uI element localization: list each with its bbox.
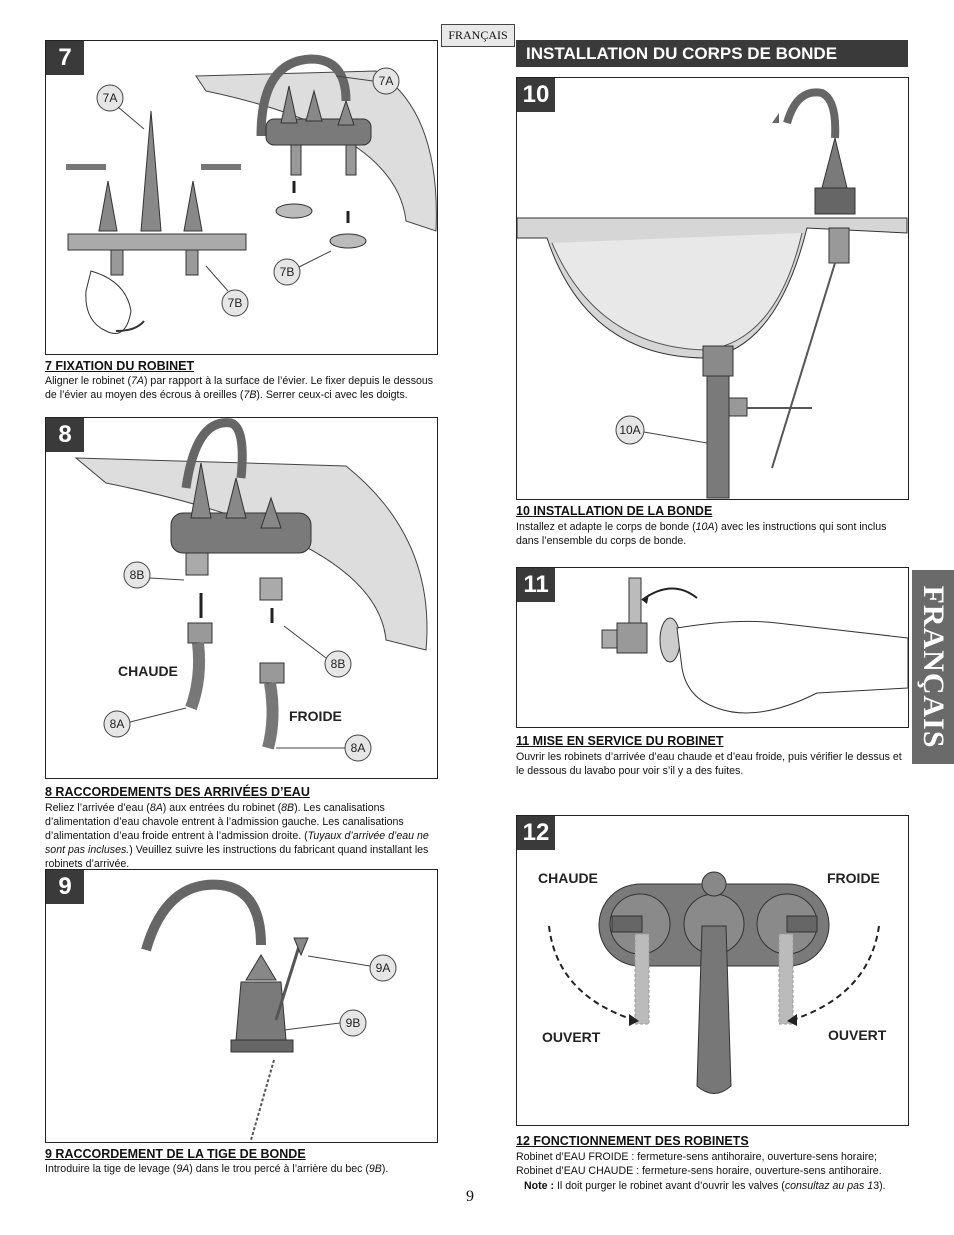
callout-8b-left-text: 8B bbox=[130, 568, 145, 582]
step-12-illustration: 12 CHAUDE FROIDE OUVERT OUVERT bbox=[516, 815, 909, 1126]
callout-7b-upper-text: 7B bbox=[280, 265, 295, 279]
step-12-drawing: CHAUDE FROIDE OUVERT OUVERT bbox=[538, 870, 887, 1094]
language-side-tab: FRANÇAIS bbox=[912, 570, 954, 764]
callout-7b-lower-text: 7B bbox=[228, 296, 243, 310]
step-11-illustration: 11 bbox=[516, 567, 909, 728]
label-cold-8: FROIDE bbox=[289, 708, 342, 724]
step-12-note: Note : Il doit purger le robinet avant d… bbox=[524, 1180, 886, 1192]
step-7-drawing: 7A 7A 7B 7B bbox=[66, 54, 437, 334]
callout-7a-right-text: 7A bbox=[379, 74, 394, 88]
step-11-text: Ouvrir les robinets d’arrivée d’eau chau… bbox=[516, 751, 902, 777]
label-hot-8: CHAUDE bbox=[118, 663, 178, 679]
section-title: INSTALLATION DU CORPS DE BONDE bbox=[516, 40, 908, 67]
callout-7b-upper bbox=[273, 258, 301, 286]
step-10-number: 10 bbox=[517, 78, 555, 112]
step-9-drawing: 9A 9B bbox=[141, 879, 397, 1141]
label-cold-12: FROIDE bbox=[827, 870, 880, 886]
label-hot-12: CHAUDE bbox=[538, 870, 598, 886]
page-number: 9 bbox=[466, 1188, 474, 1205]
callout-8a-left bbox=[103, 710, 131, 738]
step-7-number: 7 bbox=[46, 41, 84, 75]
step-9-number: 9 bbox=[46, 870, 84, 904]
step-9-text: Introduire la tige de levage (9A) dans l… bbox=[45, 1163, 389, 1175]
callout-8b-right bbox=[324, 650, 352, 678]
step-9-illustration: 9 9A 9B bbox=[45, 869, 438, 1143]
step-10-text: Installez et adapte le corps de bonde (1… bbox=[516, 521, 887, 547]
language-tag: FRANÇAIS bbox=[441, 24, 515, 47]
callout-8b-right-text: 8B bbox=[331, 657, 346, 671]
callout-10a-text: 10A bbox=[619, 423, 640, 437]
step-11-number: 11 bbox=[517, 568, 555, 602]
step-10-drawing: 10A bbox=[517, 88, 908, 499]
step-11-title: 11 MISE EN SERVICE DU ROBINET bbox=[516, 734, 724, 748]
callout-7b-lower bbox=[221, 289, 249, 317]
callout-8a-left-text: 8A bbox=[110, 717, 125, 731]
label-open-right: OUVERT bbox=[828, 1027, 887, 1043]
callout-9b-text: 9B bbox=[346, 1016, 361, 1030]
side-tab-label: FRANÇAIS bbox=[917, 585, 950, 749]
callout-10a bbox=[615, 415, 645, 445]
step-7-text: Aligner le robinet (7A) par rapport à la… bbox=[45, 375, 434, 401]
step-9-title: 9 RACCORDEMENT DE LA TIGE DE BONDE bbox=[45, 1147, 306, 1161]
label-open-left: OUVERT bbox=[542, 1029, 601, 1045]
callout-7a-left bbox=[96, 84, 124, 112]
callout-9a-text: 9A bbox=[376, 961, 391, 975]
step-8-title: 8 RACCORDEMENTS DES ARRIVÉES D’EAU bbox=[45, 785, 310, 799]
callout-8a-right-text: 8A bbox=[351, 741, 366, 755]
step-12-number: 12 bbox=[517, 816, 555, 850]
callout-9a bbox=[369, 954, 397, 982]
step-12-title: 12 FONCTIONNEMENT DES ROBINETS bbox=[516, 1134, 749, 1148]
callout-8b-left bbox=[123, 561, 151, 589]
step-7-illustration: 7 7A 7A 7B bbox=[45, 40, 438, 355]
step-12-text: Robinet d’EAU FROIDE : fermeture-sens an… bbox=[516, 1151, 882, 1177]
callout-7a-left-text: 7A bbox=[103, 91, 118, 105]
step-10-title: 10 INSTALLATION DE LA BONDE bbox=[516, 504, 713, 518]
step-8-number: 8 bbox=[46, 418, 84, 452]
step-8-text: Reliez l’arrivée d’eau (8A) aux entrées … bbox=[45, 802, 429, 870]
step-10-illustration: 10 10A bbox=[516, 77, 909, 500]
step-7-title: 7 FIXATION DU ROBINET bbox=[45, 359, 195, 373]
step-8-illustration: 8 CHAUDE FROIDE 8B 8B 8A 8A bbox=[45, 417, 438, 779]
step-8-drawing: CHAUDE FROIDE 8B 8B 8A 8A bbox=[74, 418, 428, 762]
step-11-drawing bbox=[601, 577, 908, 714]
